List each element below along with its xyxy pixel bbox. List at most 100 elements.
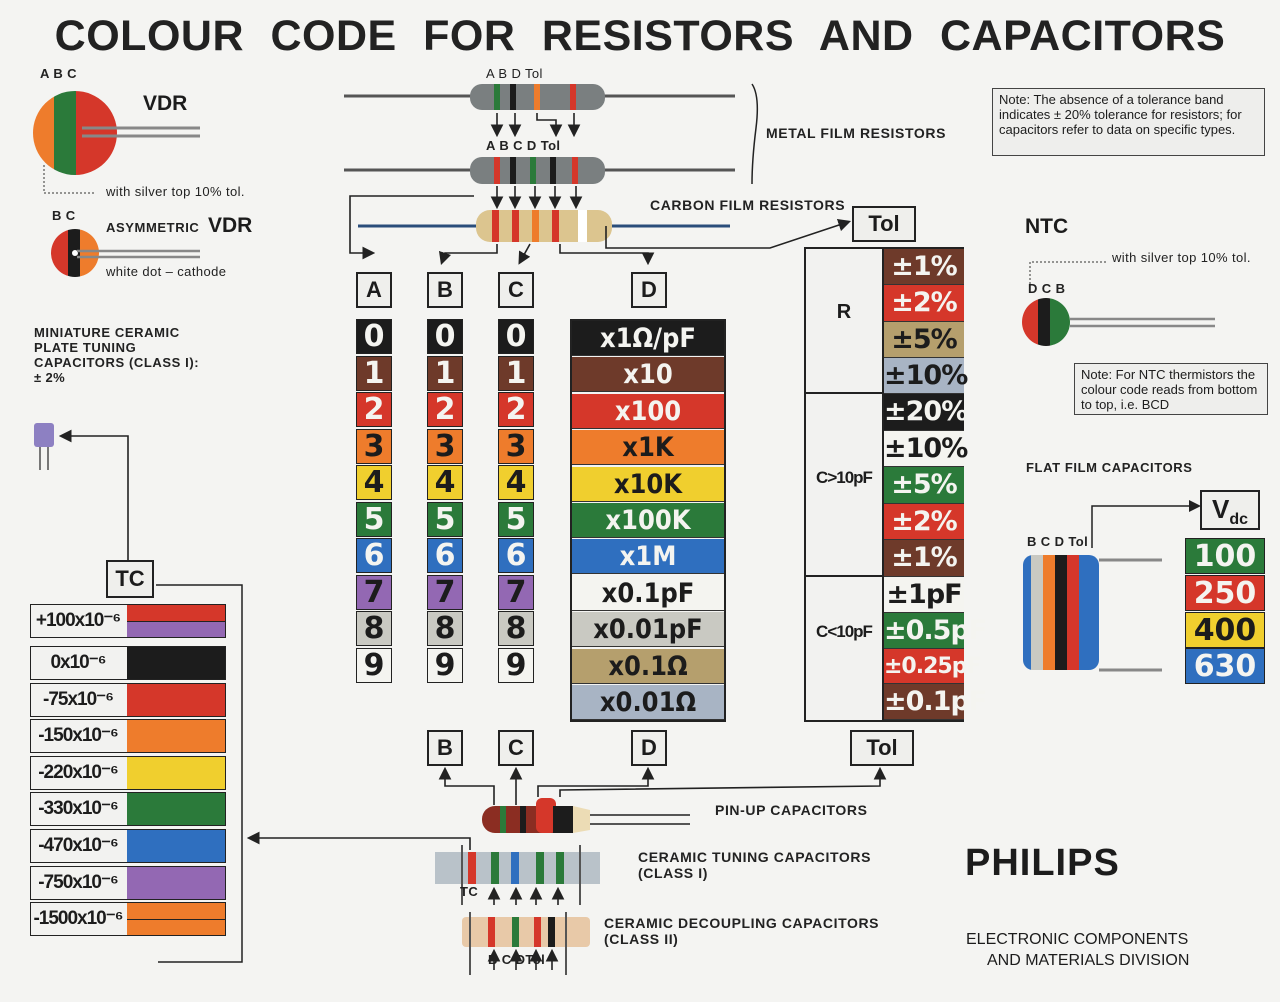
tolerance-cell: ±1pF [884, 577, 964, 613]
tc-row: -1500x10⁻⁶ [30, 902, 226, 937]
tc-color-swatch [127, 683, 225, 716]
tc-color-swatch [127, 720, 225, 753]
ntc-drawing [1022, 261, 1215, 346]
tc-color-swatch [127, 830, 225, 862]
metal-film-resistor-2 [344, 157, 735, 184]
multiplier-cell: x0.1Ω [572, 648, 724, 684]
vdc-cell: 100 [1185, 538, 1265, 574]
tc-value: -330x10⁻⁶ [38, 798, 119, 820]
header-d: D [631, 272, 667, 308]
carbon-film-resistor [358, 210, 730, 242]
tolerance-cell: ±0.25pF [884, 648, 982, 685]
tolerance-cell: ±5% [884, 321, 964, 358]
multiplier-cell: x0.1pF [572, 575, 724, 611]
header-tc: TC [106, 560, 154, 598]
digit-cell-b-0: 0 [427, 319, 463, 354]
digit-cell-b-7: 7 [427, 574, 463, 610]
digit-cell-c-3: 3 [498, 428, 534, 464]
digit-cell-a-3: 3 [356, 428, 392, 464]
tc-value: -150x10⁻⁶ [38, 725, 119, 747]
tc-row: -330x10⁻⁶ [30, 792, 226, 827]
tc-color-swatch [127, 866, 225, 899]
vdc-cell: 630 [1185, 648, 1265, 685]
asym-vdr-drawing [51, 229, 200, 277]
multiplier-cell: x100 [572, 393, 724, 429]
tc-tag: TC [460, 884, 479, 899]
digit-cell-b-1: 1 [427, 355, 463, 391]
tol-csmall-section: C<10pF [806, 577, 884, 720]
ceramic-decoupling-class: (CLASS II) [604, 931, 679, 947]
tc-row: -150x10⁻⁶ [30, 719, 226, 754]
digit-cell-b-6: 6 [427, 538, 463, 573]
digit-cell-b-5: 5 [427, 501, 463, 537]
digit-cell-b-3: 3 [427, 428, 463, 464]
tc-value: +100x10⁻⁶ [35, 610, 121, 631]
digit-cell-c-6: 6 [498, 538, 534, 573]
tolerance-cell: ±0.1pF [884, 684, 987, 720]
metal-film-resistor-1 [344, 84, 735, 110]
tol-cbig-label: C>10pF [816, 468, 873, 487]
tc-color-band [127, 830, 225, 862]
digit-cell-c-2: 2 [498, 392, 534, 427]
header-a: A [356, 272, 392, 308]
mf-bands-mid: A B C D Tol [486, 138, 561, 153]
digit-cell-b-9: 9 [427, 647, 463, 683]
digit-cell-a-2: 2 [356, 392, 392, 427]
tc-row: -750x10⁻⁶ [30, 865, 226, 900]
tc-color-band [127, 903, 225, 920]
digit-cell-a-4: 4 [356, 465, 392, 500]
digit-cell-a-6: 6 [356, 538, 392, 573]
tc-color-band [127, 756, 225, 789]
miniature-capacitor-drawing [34, 423, 129, 560]
division-line1: ELECTRONIC COMPONENTS [966, 931, 1189, 948]
miniature-line2: PLATE TUNING [34, 340, 137, 355]
asym-vdr-prefix: ASYMMETRIC [106, 220, 200, 235]
digit-cell-c-4: 4 [498, 465, 534, 500]
digit-cell-c-0: 0 [498, 319, 534, 354]
tolerance-cell: ±10% [884, 357, 968, 394]
tolerance-cell: ±5% [884, 467, 964, 504]
header-d-bottom: D [631, 730, 667, 766]
tc-color-band [127, 919, 225, 936]
pin-up-label: PIN-UP CAPACITORS [715, 802, 868, 818]
tolerance-table: R C>10pF C<10pF ±1%±2%±5%±10%±20%±10%±5%… [804, 247, 987, 722]
tc-value: -1500x10⁻⁶ [33, 908, 123, 930]
digit-cell-c-1: 1 [498, 355, 534, 391]
digit-cell-b-8: 8 [427, 611, 463, 646]
digit-cell-a-0: 0 [356, 319, 392, 354]
ntc-label: NTC [1025, 215, 1069, 238]
digit-cell-c-7: 7 [498, 574, 534, 610]
ceramic-tuning-class: (CLASS I) [638, 865, 708, 881]
tc-color-swatch [127, 605, 225, 637]
multiplier-cell: x10 [572, 357, 724, 393]
digit-cell-b-2: 2 [427, 392, 463, 427]
tolerance-note: Note: The absence of a tolerance band in… [992, 88, 1265, 156]
tc-color-swatch [127, 756, 225, 789]
vdr-bands: A B C [40, 66, 77, 81]
tc-row: -220x10⁻⁶ [30, 755, 226, 790]
tc-color-swatch [127, 793, 225, 826]
tolerance-cell: ±1% [884, 249, 964, 286]
tolerance-cell: ±10% [884, 430, 968, 468]
tolerance-cell: ±2% [884, 285, 964, 322]
digit-cell-c-5: 5 [498, 501, 534, 537]
digit-cell-a-7: 7 [356, 574, 392, 610]
tc-color-band [127, 793, 225, 826]
carbon-film-label: CARBON FILM RESISTORS [650, 197, 846, 213]
vdc-cell: 400 [1185, 611, 1265, 648]
multiplier-cell: x1M [572, 539, 724, 575]
tc-value: -750x10⁻⁶ [38, 871, 119, 893]
multiplier-cell: x100K [572, 503, 724, 538]
tc-value: -75x10⁻⁶ [43, 688, 114, 710]
header-tol-bottom: Tol [850, 730, 914, 766]
tc-row: -75x10⁻⁶ [30, 682, 226, 717]
ceramic-tuning-label: CERAMIC TUNING CAPACITORS [638, 849, 872, 865]
digit-cell-a-8: 8 [356, 611, 392, 646]
tc-color-swatch [127, 647, 225, 679]
vdr-note: with silver top 10% tol. [106, 184, 245, 199]
tc-value: 0x10⁻⁶ [50, 652, 106, 673]
digit-cell-a-5: 5 [356, 501, 392, 537]
